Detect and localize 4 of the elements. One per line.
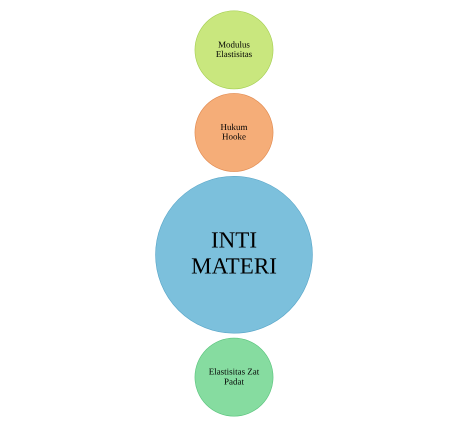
node-circle: Modulus Elastisitas bbox=[194, 10, 273, 90]
node-circle: INTI MATERI bbox=[154, 176, 312, 334]
node-circle: Hukum Hooke bbox=[194, 93, 273, 172]
node-circle: Elastisitas Zat Padat bbox=[194, 338, 273, 416]
